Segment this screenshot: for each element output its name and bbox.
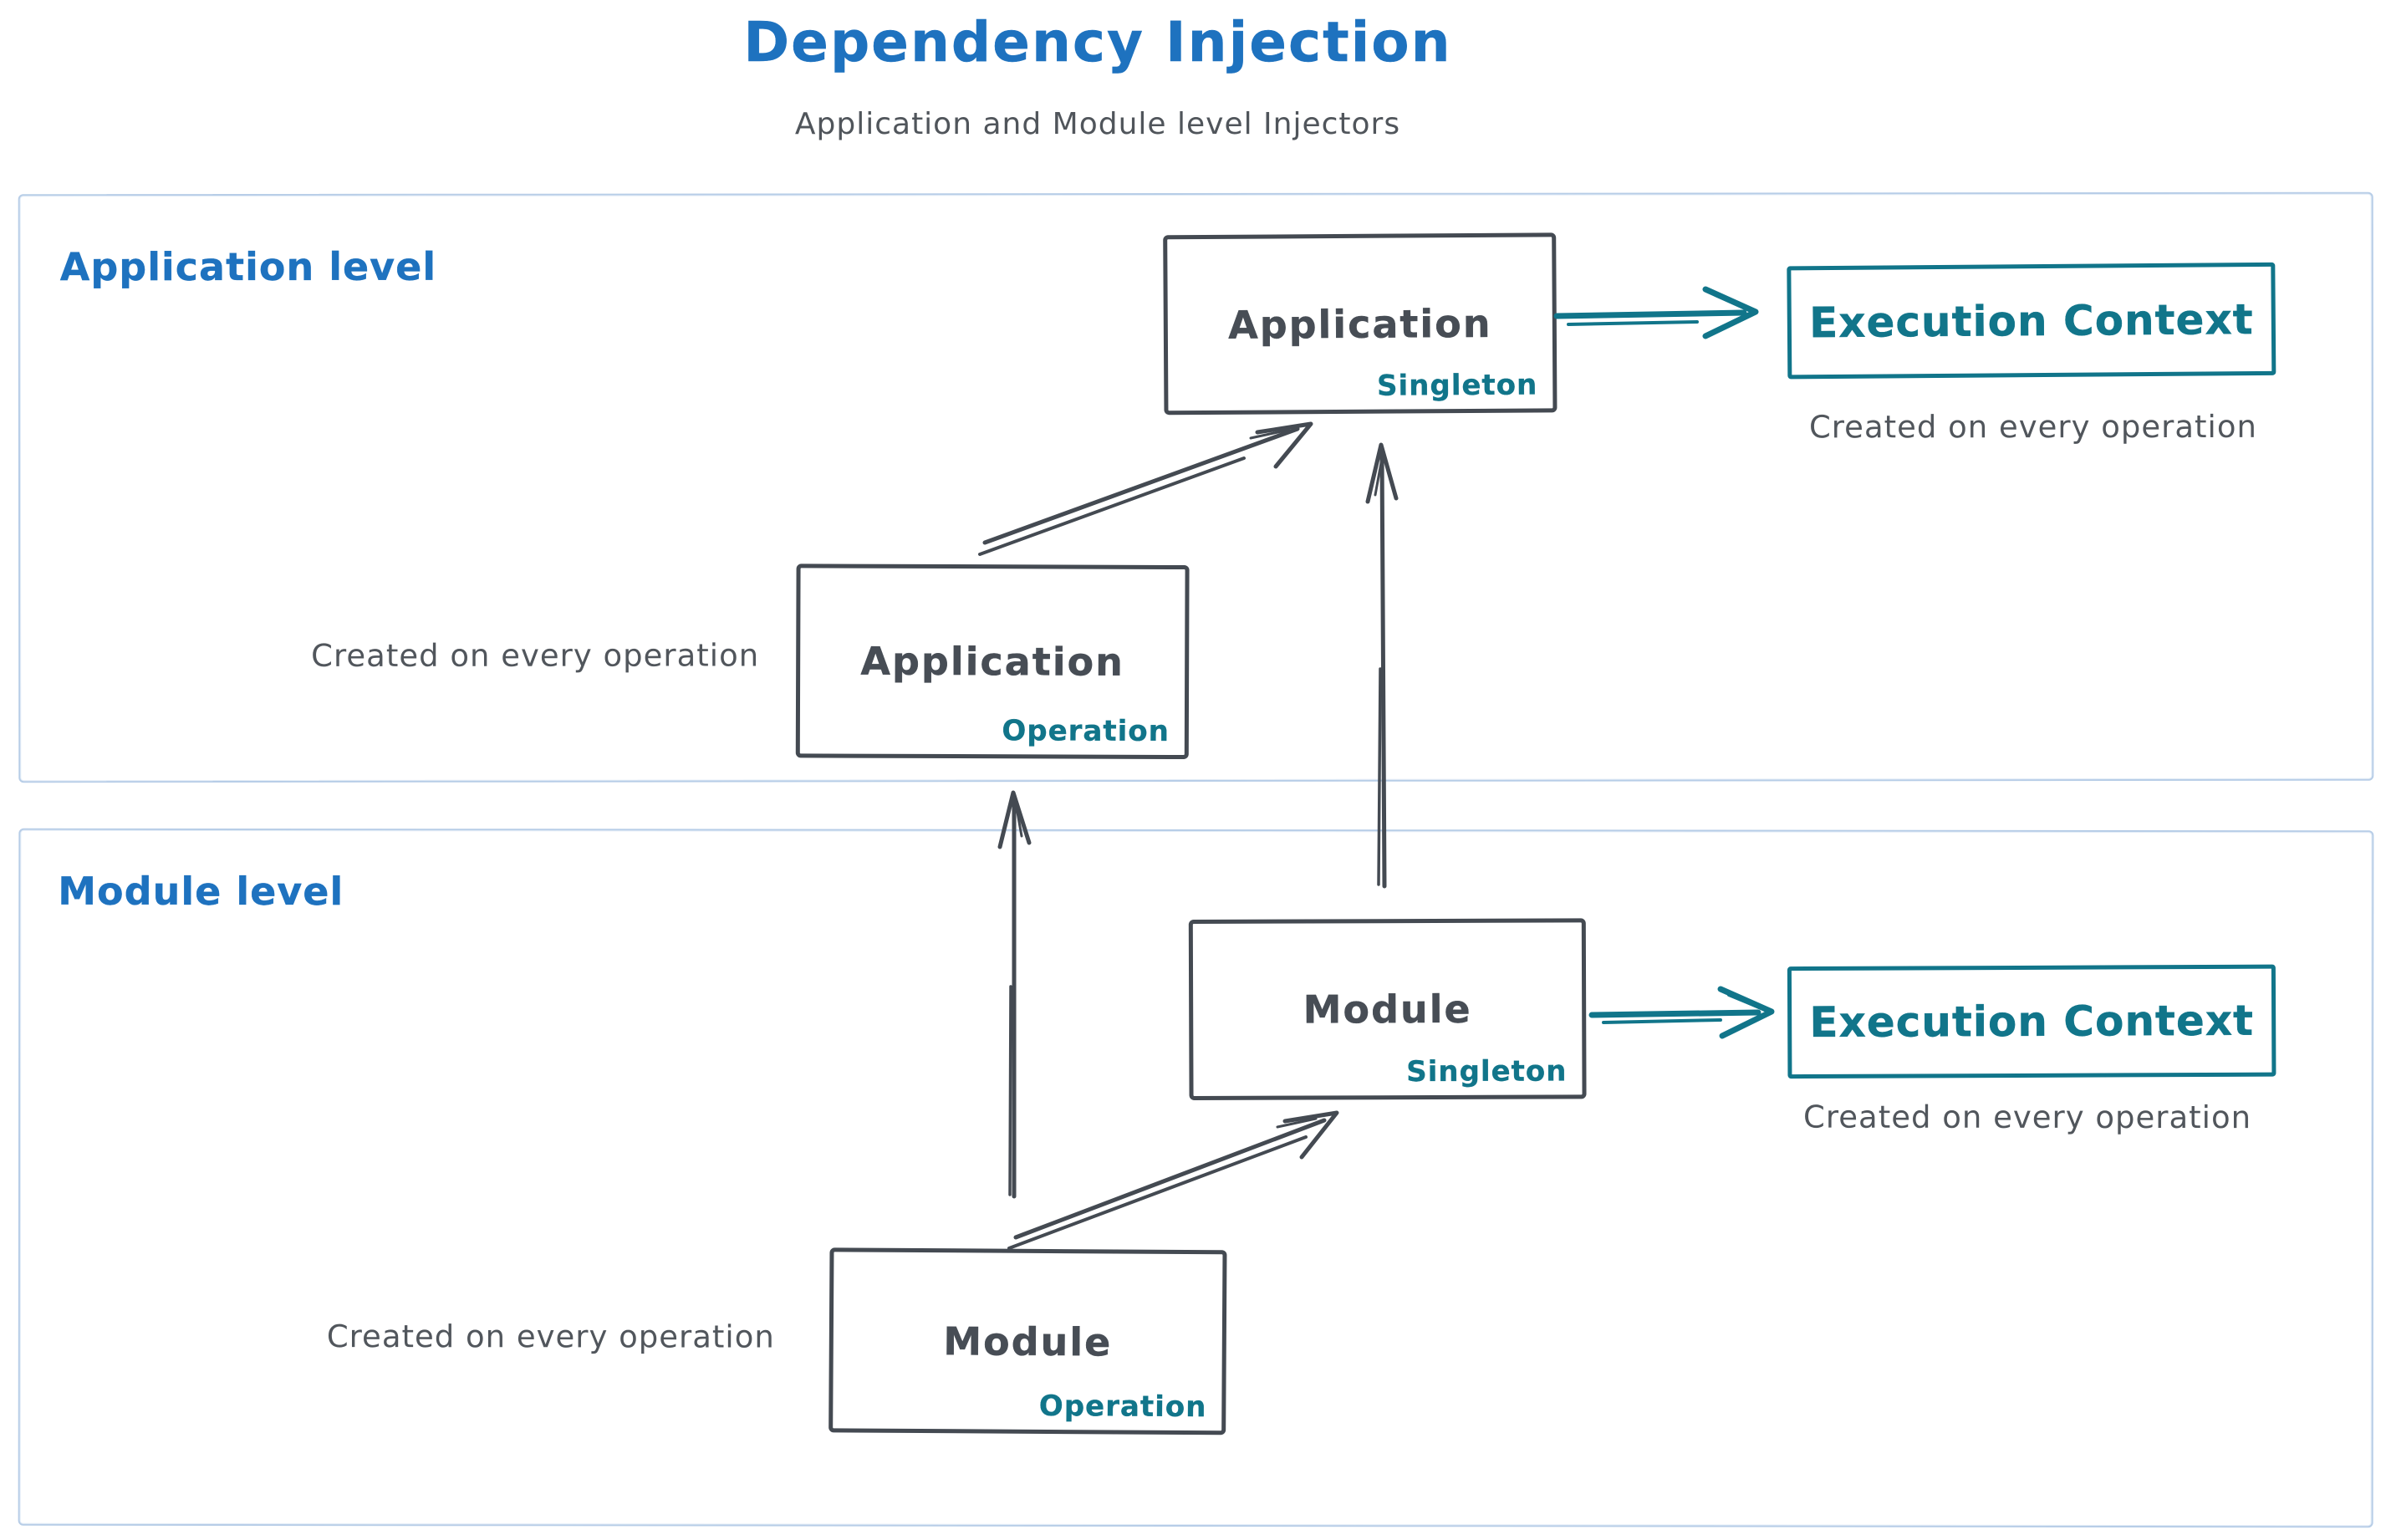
module-operation-scope-label: Operation — [1038, 1389, 1207, 1425]
module-singleton-scope-label: Singleton — [1406, 1054, 1568, 1089]
module-level-section: Module level Module Singleton Execution … — [18, 828, 2374, 1528]
application-level-section: Application level Application Singleton … — [18, 191, 2374, 783]
application-level-label: Application level — [59, 243, 437, 290]
diagram-title: Dependency Injection — [743, 10, 1452, 74]
application-singleton-scope-label: Singleton — [1376, 368, 1538, 403]
diagram-subtitle: Application and Module level Injectors — [794, 107, 1401, 141]
module-operation-note: Created on every operation — [326, 1318, 775, 1355]
application-singleton-box: Application Singleton — [1163, 232, 1558, 416]
module-execution-context-box: Execution Context — [1787, 964, 2276, 1079]
application-execution-context-label: Execution Context — [1808, 294, 2254, 347]
module-operation-box: Module Operation — [828, 1247, 1227, 1435]
application-execution-context-box: Execution Context — [1787, 262, 2276, 380]
module-level-label: Module level — [58, 868, 344, 915]
module-operation-title: Module — [943, 1318, 1113, 1365]
application-operation-note: Created on every operation — [311, 637, 760, 674]
application-operation-title: Application — [860, 638, 1124, 685]
module-execution-context-note: Created on every operation — [1803, 1099, 2252, 1136]
application-singleton-title: Application — [1227, 300, 1492, 348]
application-execution-context-note: Created on every operation — [1808, 408, 2257, 446]
application-operation-box: Application Operation — [795, 563, 1190, 760]
application-operation-scope-label: Operation — [1002, 714, 1170, 748]
module-singleton-title: Module — [1303, 986, 1472, 1033]
module-singleton-box: Module Singleton — [1188, 918, 1587, 1101]
module-execution-context-label: Execution Context — [1809, 996, 2255, 1048]
